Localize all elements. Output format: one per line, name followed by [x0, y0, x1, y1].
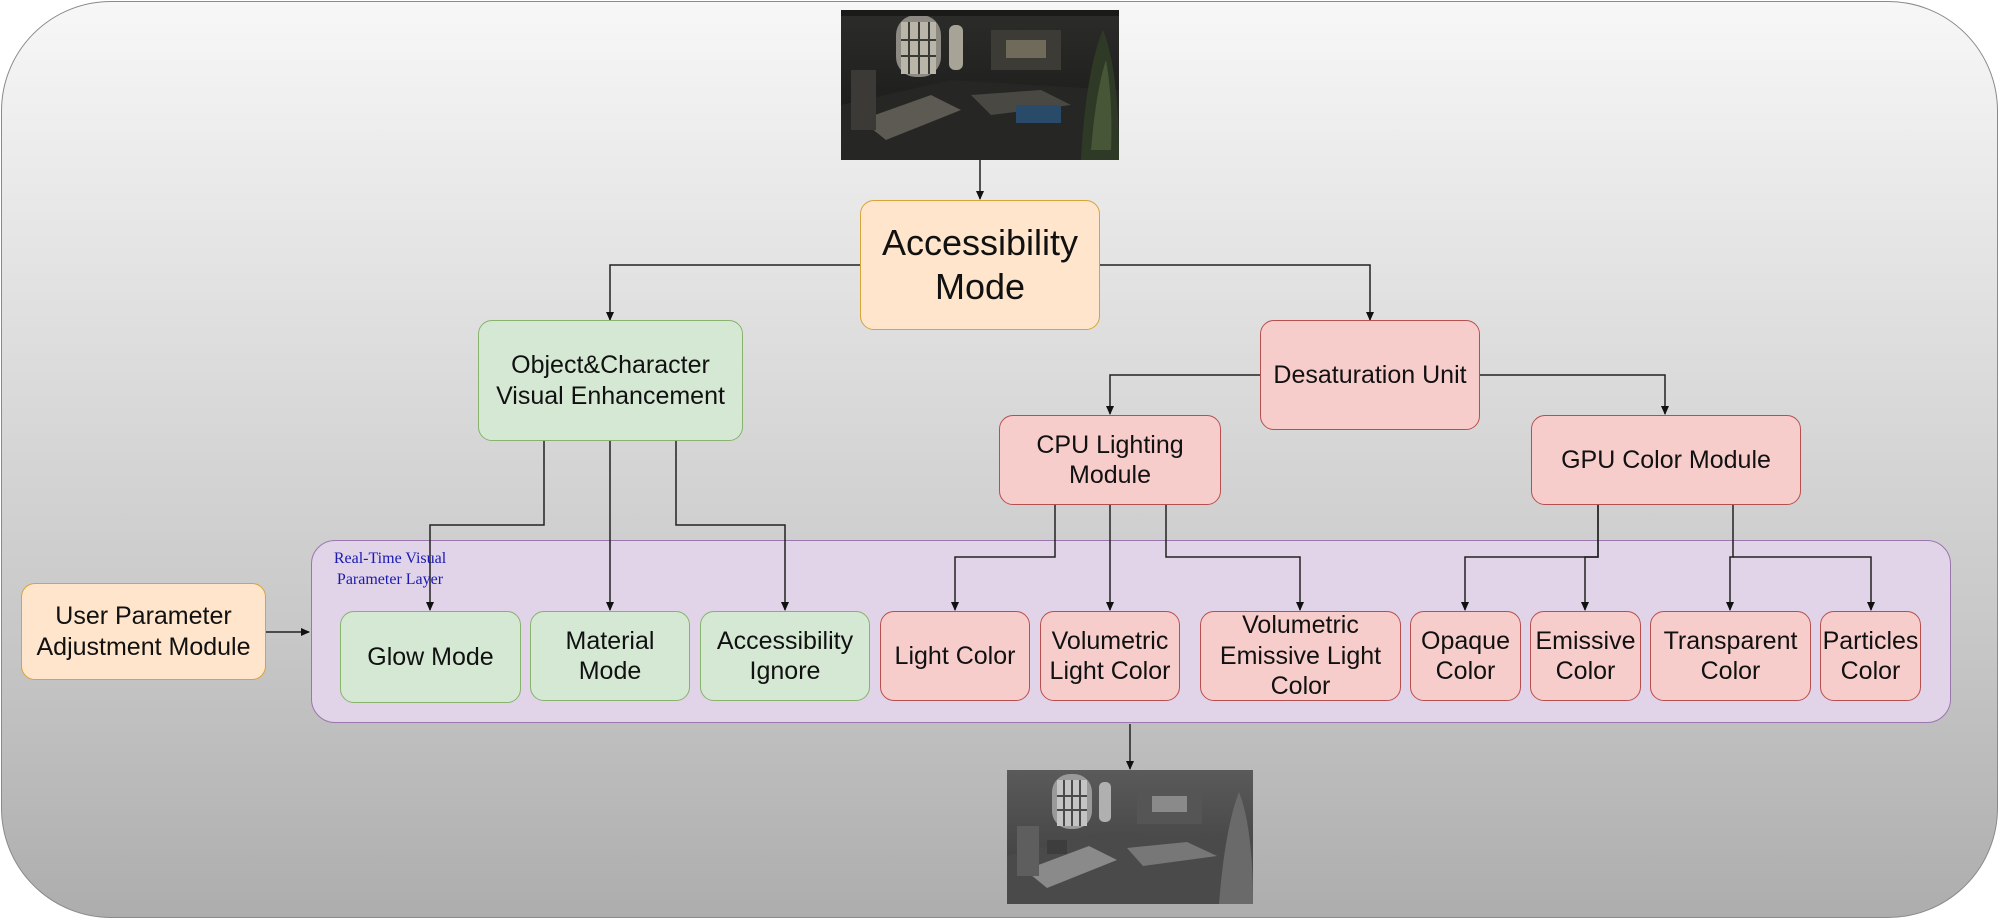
- accessibility-mode-label: Accessibility Mode: [881, 222, 1079, 307]
- user-parameter-module-label: User Parameter Adjustment Module: [36, 602, 251, 661]
- volumetric-emissive-light-color-node: Volumetric Emissive Light Color: [1200, 611, 1401, 701]
- output-scene-image: [1007, 770, 1253, 904]
- volumetric-light-color-label: Volumetric Light Color: [1049, 626, 1171, 686]
- particles-color-label: Particles Color: [1822, 626, 1919, 686]
- volumetric-light-color-node: Volumetric Light Color: [1040, 611, 1180, 701]
- emissive-color-node: Emissive Color: [1530, 611, 1641, 701]
- light-color-node: Light Color: [880, 611, 1030, 701]
- user-parameter-module-node: User Parameter Adjustment Module: [21, 583, 266, 680]
- emissive-color-label: Emissive Color: [1535, 626, 1636, 686]
- glow-mode-label: Glow Mode: [367, 642, 494, 671]
- opaque-color-label: Opaque Color: [1421, 626, 1510, 686]
- cpu-lighting-module-label: CPU Lighting Module: [1036, 430, 1184, 490]
- transparent-color-label: Transparent Color: [1663, 626, 1798, 686]
- parameter-layer-label: Real-Time Visual Parameter Layer: [333, 550, 447, 588]
- input-scene-image: [841, 10, 1119, 160]
- accessibility-ignore-node: Accessibility Ignore: [700, 611, 870, 701]
- desaturation-unit-node: Desaturation Unit: [1260, 320, 1480, 430]
- desaturation-unit-label: Desaturation Unit: [1273, 360, 1467, 389]
- volumetric-emissive-light-color-label: Volumetric Emissive Light Color: [1219, 611, 1382, 701]
- cpu-lighting-module-node: CPU Lighting Module: [999, 415, 1221, 505]
- accessibility-mode-node: Accessibility Mode: [860, 200, 1100, 330]
- gpu-color-module-node: GPU Color Module: [1531, 415, 1801, 505]
- opaque-color-node: Opaque Color: [1410, 611, 1521, 701]
- accessibility-ignore-label: Accessibility Ignore: [716, 626, 854, 686]
- gpu-color-module-label: GPU Color Module: [1561, 445, 1771, 474]
- visual-enhancement-node: Object&Character Visual Enhancement: [478, 320, 743, 441]
- transparent-color-node: Transparent Color: [1650, 611, 1811, 701]
- glow-mode-node: Glow Mode: [340, 611, 521, 703]
- material-mode-label: Material Mode: [565, 626, 655, 686]
- particles-color-node: Particles Color: [1820, 611, 1921, 701]
- light-color-label: Light Color: [894, 641, 1016, 670]
- visual-enhancement-label: Object&Character Visual Enhancement: [496, 351, 725, 410]
- material-mode-node: Material Mode: [530, 611, 690, 701]
